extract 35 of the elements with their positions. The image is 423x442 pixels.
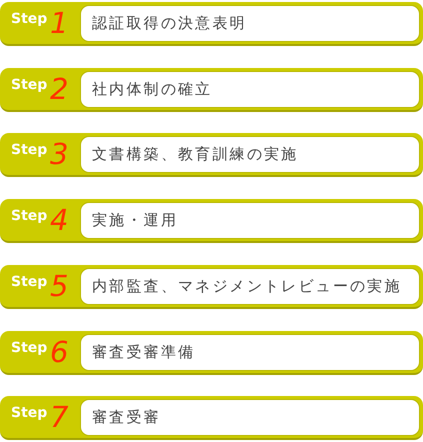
step-panel xyxy=(80,71,420,108)
step-bar xyxy=(0,68,423,112)
step-text: 社内体制の確立 xyxy=(92,80,212,99)
step-label: Step xyxy=(11,208,48,225)
step-number: 2 xyxy=(50,73,68,106)
step-text: 内部監査、マネジメントレビューの実施 xyxy=(92,277,402,296)
step-label: Step xyxy=(11,11,48,28)
step-text: 審査受審 xyxy=(92,408,161,427)
step-label: Step xyxy=(11,340,48,357)
step-text: 認証取得の決意表明 xyxy=(92,14,247,33)
step-panel xyxy=(80,5,420,42)
step-panel xyxy=(80,399,420,436)
step-bar xyxy=(0,331,423,375)
step-label: Step xyxy=(11,142,48,159)
step-label: Step xyxy=(11,405,48,422)
step-panel xyxy=(80,136,420,173)
step-number: 1 xyxy=(50,7,68,40)
step-bar xyxy=(0,2,423,46)
step-bar xyxy=(0,199,423,243)
step-bar xyxy=(0,265,423,309)
step-text: 審査受審準備 xyxy=(92,343,196,362)
step-text: 文書構築、教育訓練の実施 xyxy=(92,145,298,164)
step-bar xyxy=(0,133,423,177)
step-number: 3 xyxy=(50,138,68,171)
step-number: 6 xyxy=(50,336,68,369)
step-number: 7 xyxy=(50,401,68,434)
step-label: Step xyxy=(11,77,48,94)
step-bar xyxy=(0,396,423,440)
step-panel xyxy=(80,268,420,305)
step-panel xyxy=(80,334,420,371)
step-number: 4 xyxy=(50,204,68,237)
step-number: 5 xyxy=(50,270,68,303)
step-label: Step xyxy=(11,274,48,291)
step-panel xyxy=(80,202,420,239)
step-text: 実施・運用 xyxy=(92,211,178,230)
